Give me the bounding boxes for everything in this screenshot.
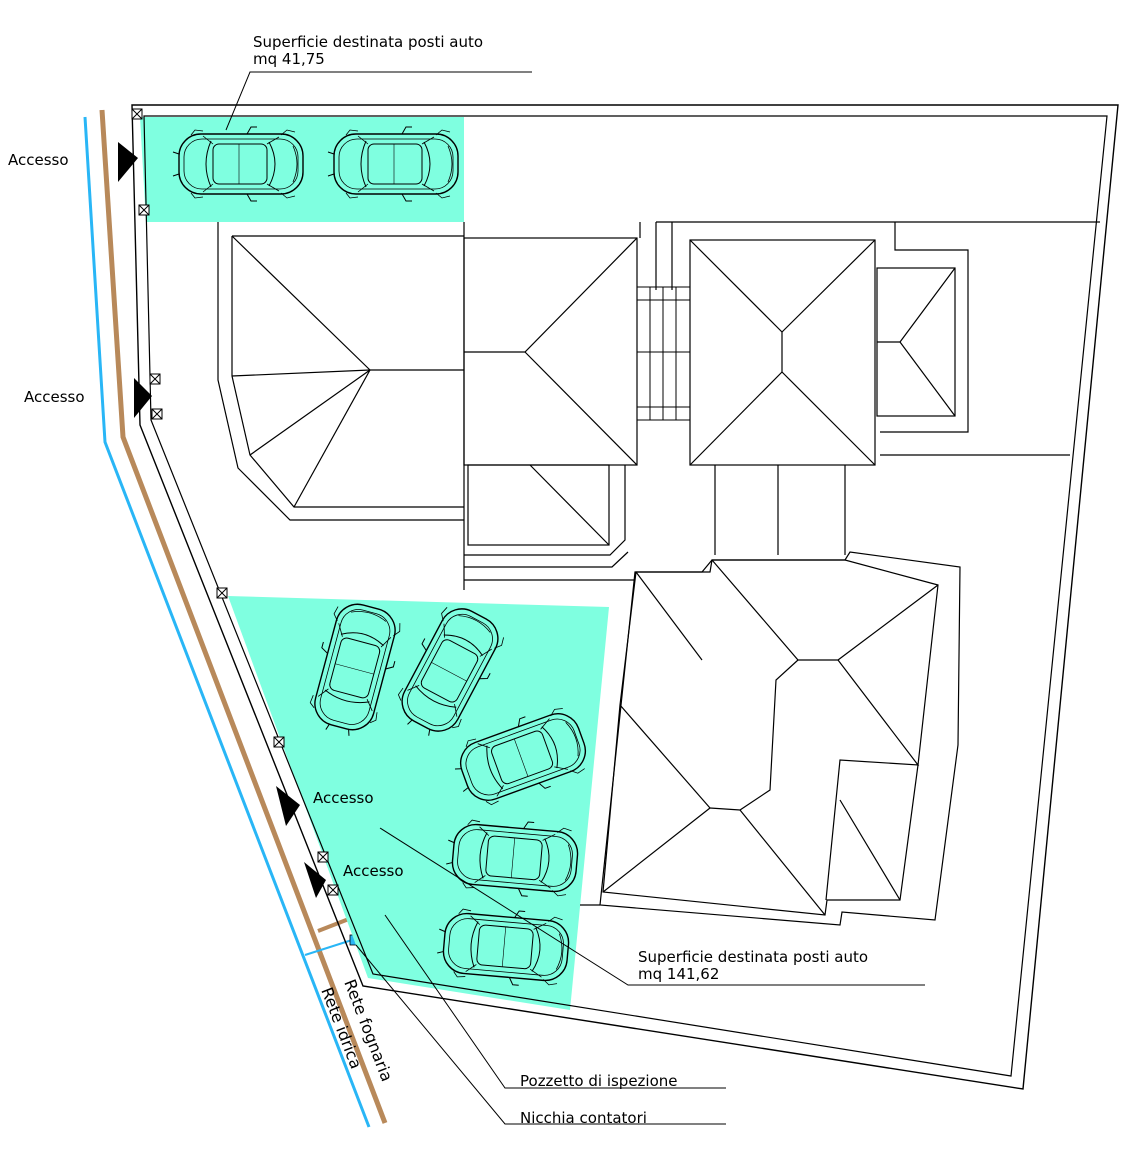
access-label-1: Accesso — [8, 151, 69, 169]
fence-posts — [131, 108, 339, 896]
meters-label: Nicchia contatori — [520, 1109, 647, 1127]
parking-main-area: mq 141,62 — [638, 965, 719, 983]
water-connection — [304, 939, 353, 956]
building-d — [580, 551, 961, 926]
parking-top-title: Superficie destinata posti auto — [253, 33, 483, 51]
parking-area-top — [140, 117, 464, 222]
access-arrow-3 — [276, 786, 300, 826]
building-a — [217, 222, 465, 590]
access-label-3: Accesso — [313, 789, 374, 807]
pergola — [636, 286, 691, 421]
access-label-2: Accesso — [24, 388, 85, 406]
access-label-4: Accesso — [343, 862, 404, 880]
lot-boundary-inner — [143, 115, 1108, 1077]
inspection-label: Pozzetto di ispezione — [520, 1072, 678, 1090]
access-arrow-4 — [304, 862, 326, 898]
water-line — [83, 116, 371, 1128]
access-arrow-1 — [118, 142, 138, 182]
parking-area-main — [228, 596, 609, 1010]
sewer-line — [99, 109, 388, 1124]
access-arrow-2 — [134, 378, 152, 418]
parking-top-area: mq 41,75 — [253, 50, 325, 68]
leader-lines — [225, 71, 925, 1125]
lot-boundary-outer — [131, 104, 1119, 1090]
building-b — [463, 222, 673, 581]
parking-main-title: Superficie destinata posti auto — [638, 948, 868, 966]
building-c — [656, 221, 1100, 555]
